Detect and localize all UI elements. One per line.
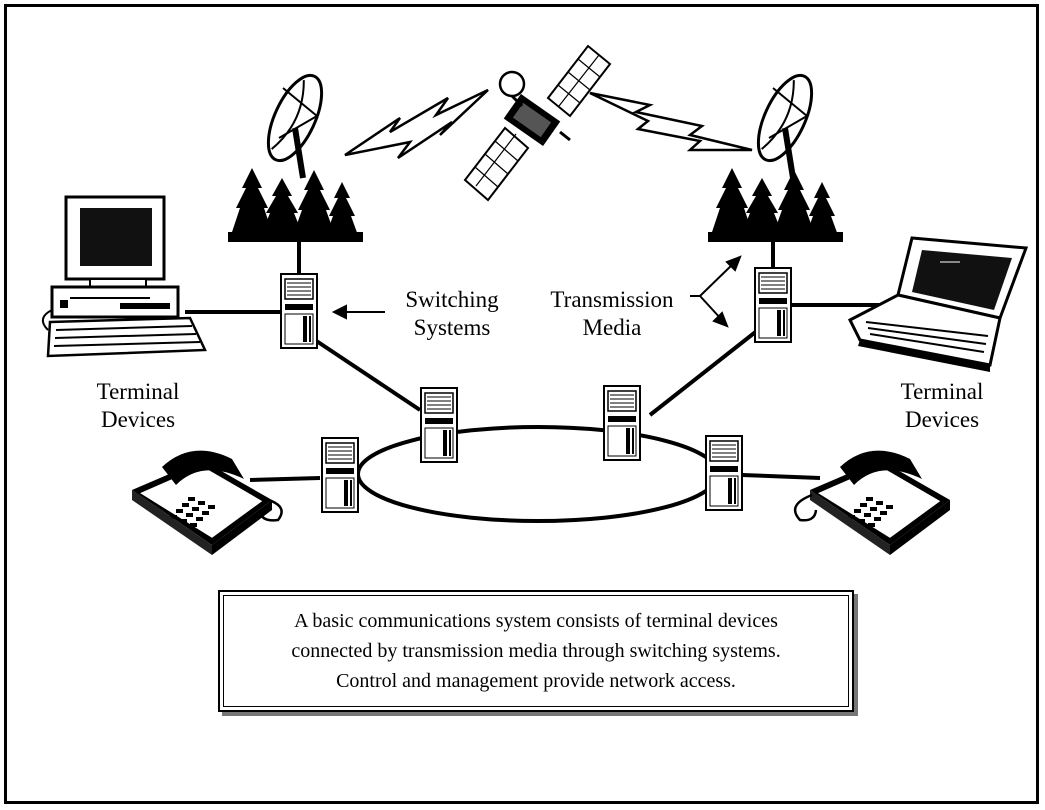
transmission-bracket-icon	[690, 255, 742, 328]
switch-server-mid-right-icon	[602, 384, 642, 462]
switch-server-top-left-icon	[279, 272, 319, 350]
switching-label-line1: Switching	[405, 287, 499, 312]
switch-server-top-right-icon	[753, 266, 793, 344]
satellite-icon	[463, 44, 612, 202]
terminal-right-line1: Terminal	[900, 379, 984, 404]
terminal-left-line1: Terminal	[96, 379, 180, 404]
telephone-left-icon	[131, 449, 273, 556]
caption-box: A basic communications system consists o…	[218, 590, 854, 712]
ground-station-left	[230, 168, 359, 238]
caption-line3: Control and management provide network a…	[336, 670, 736, 692]
dish-antenna-left-icon	[257, 68, 332, 178]
transmission-label-line2: Media	[582, 315, 642, 340]
signal-bolt-right	[589, 91, 753, 152]
telephone-right-icon	[809, 449, 951, 556]
terminal-left-line2: Devices	[100, 407, 176, 432]
terminal-devices-left-label: Terminal Devices	[78, 378, 198, 434]
ground-station-right	[710, 168, 839, 238]
dish-antenna-right-icon	[747, 68, 822, 178]
caption-line1: A basic communications system consists o…	[294, 610, 778, 632]
switch-server-low-left-icon	[320, 436, 360, 514]
switch-server-low-right-icon	[704, 434, 744, 512]
switching-label-line2: Systems	[413, 315, 491, 340]
desktop-computer-icon	[41, 195, 207, 358]
transmission-media-label: Transmission Media	[532, 286, 692, 342]
transmission-label-line1: Transmission	[550, 287, 674, 312]
caption-text: A basic communications system consists o…	[223, 595, 849, 707]
switching-arrow-icon	[331, 304, 385, 320]
switch-server-mid-left-icon	[419, 386, 459, 464]
terminal-devices-right-label: Terminal Devices	[882, 378, 1002, 434]
switching-systems-label: Switching Systems	[392, 286, 512, 342]
terminal-right-line2: Devices	[904, 407, 980, 432]
laptop-computer-icon	[847, 236, 1029, 372]
caption-line2: connected by transmission media through …	[291, 640, 781, 662]
signal-bolt-left	[344, 88, 489, 160]
